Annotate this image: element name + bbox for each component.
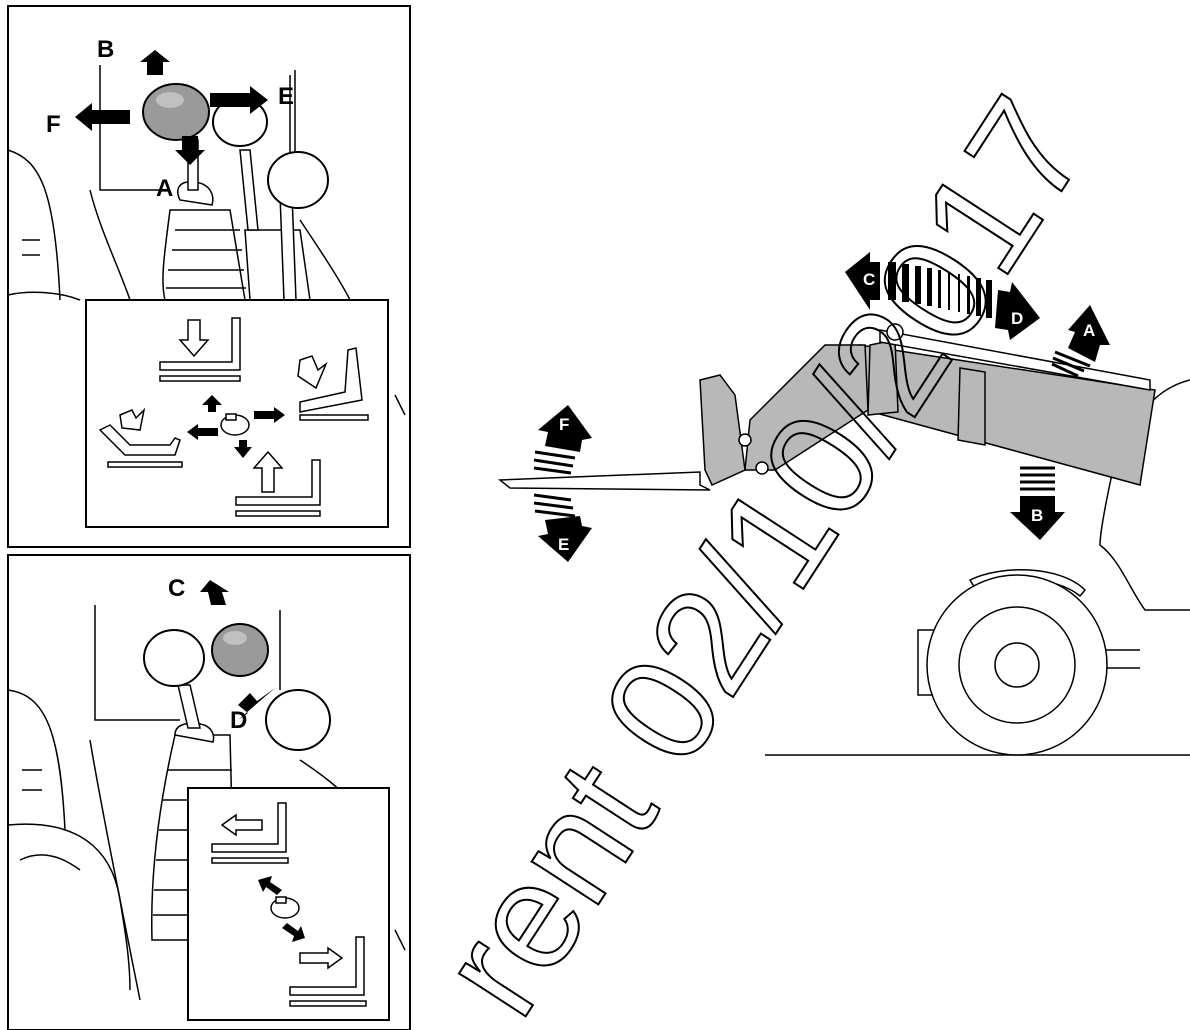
joystick-decal-inset [86,300,388,527]
ground-line [236,511,320,516]
aux-lever-knob-3[interactable] [144,630,204,686]
tilt-arrow-icon [120,410,144,430]
telescope-decal-inset [188,788,389,1020]
knob-highlight [223,631,247,645]
arrow-label-a: A [1083,321,1095,340]
decal-knob-top [226,414,236,420]
wheel-hub [995,643,1039,687]
direction-label-c: C [168,575,185,602]
joystick-knob[interactable] [143,84,209,140]
direction-label-b: B [97,36,114,63]
direction-label-f: F [46,111,61,138]
joystick-panel: B F E A [8,6,410,547]
lower-stripes [1020,468,1055,489]
arrow-label-f: F [559,415,569,434]
ground-line [290,1001,366,1006]
aux-lever-knob-4[interactable] [266,690,330,750]
arrow-label-e: E [558,535,569,554]
telescope-panel: C D [8,555,410,1030]
aux-lever-knob-2[interactable] [268,152,328,208]
tilt-forward-stripes [534,495,575,516]
arrow-label-b: B [1031,506,1043,525]
date-watermark: rent 02/10/2017 [406,70,1119,1030]
ground-line [212,858,288,863]
forks [500,472,710,490]
direction-label-d: D [230,707,247,734]
decal-knob-top-2 [276,897,286,903]
tilt-back-stripes [534,452,575,473]
ground-line [108,462,182,467]
ground-line [160,376,240,381]
axle-lines [1105,650,1140,668]
direction-label-e: E [278,83,294,110]
ground-line [300,415,368,420]
knob-highlight [156,92,184,108]
direction-label-a: A [156,175,173,202]
